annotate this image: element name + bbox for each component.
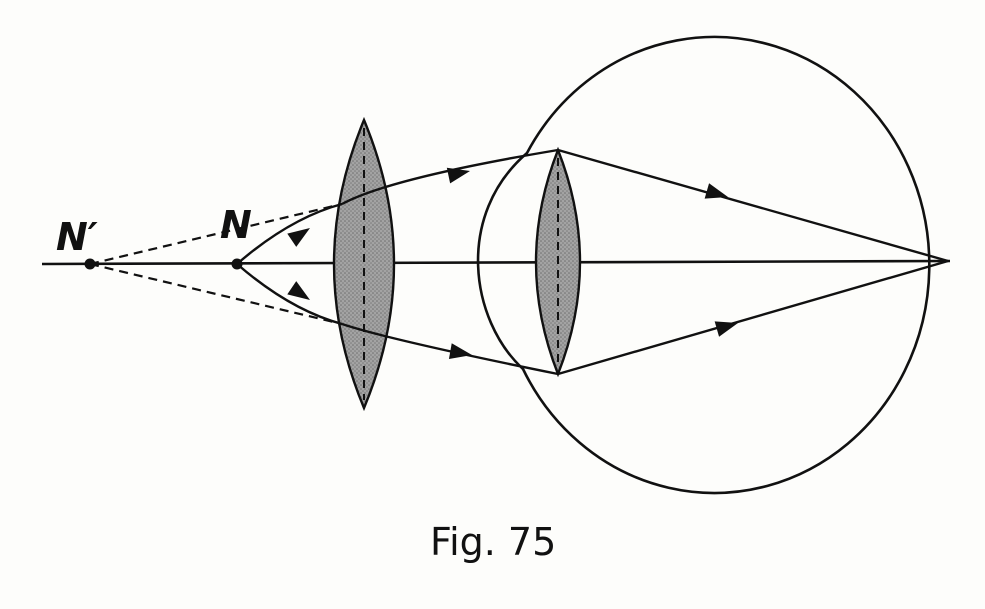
virtual-ray-lower: [89, 262, 343, 326]
principal-axis: [41, 259, 951, 266]
arrowhead-lower-2: [448, 343, 472, 360]
figure-caption: Fig. 75: [430, 520, 556, 564]
arrowhead-upper-1: [287, 228, 310, 247]
far-point-dot: [84, 258, 96, 270]
eyeball-outline: [476, 35, 931, 495]
ray-upper-lens-to-eye: [341, 148, 559, 206]
near-point-dot: [231, 258, 243, 270]
ray-upper-object-to-lens: [236, 202, 343, 265]
far-point-label: N′: [56, 215, 98, 259]
ray-lower-to-retina: [557, 259, 949, 376]
near-point-label: N: [220, 203, 252, 247]
arrowhead-lower-3: [714, 321, 738, 337]
arrowhead-upper-3: [704, 183, 728, 199]
virtual-ray-upper: [89, 202, 343, 266]
ray-lower-lens-to-eye: [341, 322, 559, 376]
corrective-convex-lens: [332, 116, 396, 412]
ray-lower-object-to-lens: [236, 263, 343, 326]
ray-upper-to-retina: [557, 148, 949, 263]
arrowhead-upper-2: [446, 167, 470, 184]
arrowhead-lower-1: [287, 281, 310, 300]
